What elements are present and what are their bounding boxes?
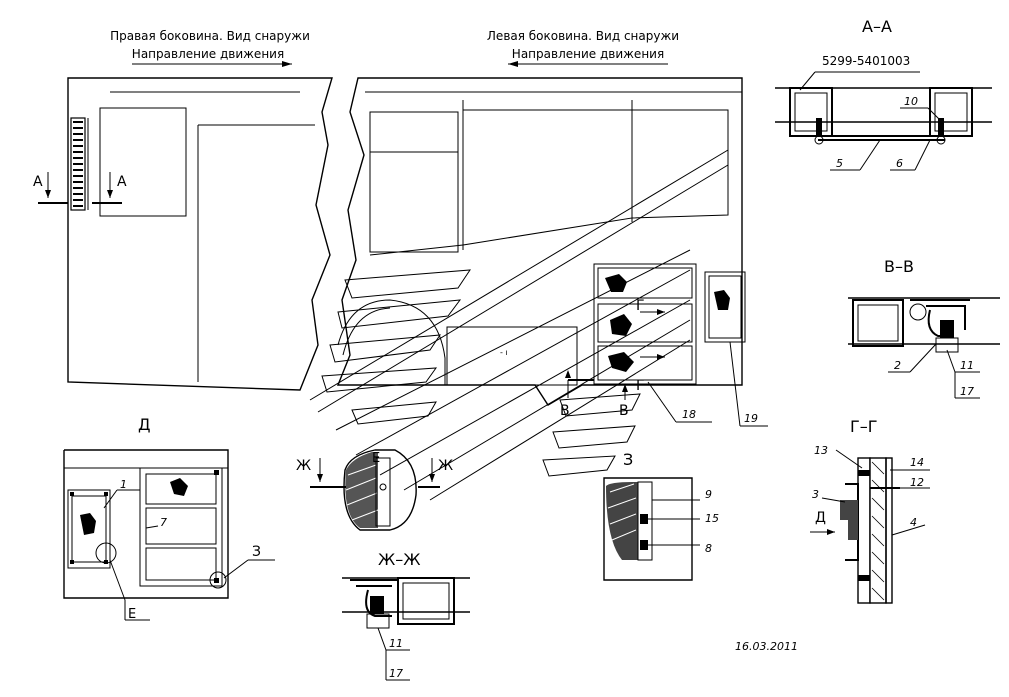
callout-4: 4 — [910, 516, 917, 529]
right-side-direction: Направление движения — [132, 47, 284, 61]
callout-13: 13 — [814, 444, 828, 457]
callout-12: 12 — [910, 476, 924, 489]
cut-marker-g-1: Г — [636, 298, 645, 314]
section-zhzh: Ж–Ж 11 17 — [342, 550, 470, 681]
callout-11: 11 — [960, 359, 974, 372]
callout-19: 19 — [744, 412, 758, 425]
detail-z: З 9 15 8 — [603, 450, 719, 581]
cut-marker-zh-1: Ж — [296, 458, 311, 474]
svg-text:- ı: - ı — [500, 348, 508, 357]
callout-2: 2 — [894, 359, 901, 372]
left-side-header: Левая боковина. Вид снаружи Направление … — [487, 29, 679, 67]
cut-marker-z-1: З — [252, 544, 261, 560]
cut-marker-a-right: А — [117, 174, 127, 190]
cut-marker-d-1: Д — [815, 510, 826, 526]
right-side-header: Правая боковина. Вид снаружи Направление… — [110, 29, 310, 67]
callout-10: 10 — [904, 95, 918, 108]
section-aa-label: А–А — [862, 17, 892, 36]
left-side-title: Левая боковина. Вид снаружи — [487, 29, 679, 43]
section-bb: В–В 2 11 17 — [848, 257, 1000, 399]
section-z-label: З — [623, 450, 633, 469]
callout-3: 3 — [812, 488, 819, 501]
right-side-title: Правая боковина. Вид снаружи — [110, 29, 310, 43]
cut-marker-v-1: В — [560, 403, 570, 419]
section-gg-label: Г–Г — [850, 417, 878, 436]
left-side-direction: Направление движения — [512, 47, 664, 61]
cut-marker-zh-2: Ж — [438, 458, 453, 474]
detail-d: Д 1 7 Е З — [63, 415, 275, 622]
cut-marker-g-2: Г — [636, 378, 645, 394]
section-zhzh-label: Ж–Ж — [378, 550, 420, 569]
callout-17-b: 17 — [389, 667, 403, 680]
callout-8: 8 — [705, 542, 712, 555]
cut-marker-e-2: Е — [128, 607, 136, 622]
cut-marker-e-1: Е — [372, 451, 380, 466]
callout-6: 6 — [896, 157, 903, 170]
callout-7: 7 — [160, 516, 167, 529]
callout-17: 17 — [960, 385, 974, 398]
callout-1: 1 — [120, 478, 127, 491]
callout-15: 15 — [705, 512, 719, 525]
detail-e: Ж Ж Е — [296, 449, 453, 531]
right-side-panel: А А — [33, 77, 333, 391]
left-side-panel: - ı В В Г Г — [309, 77, 768, 501]
cut-marker-a-left: А — [33, 174, 43, 190]
callout-18: 18 — [682, 408, 696, 421]
part-number: 5299-5401003 — [822, 54, 910, 68]
section-bb-label: В–В — [884, 257, 914, 276]
cut-marker-v-2: В — [619, 403, 629, 419]
callout-9: 9 — [705, 488, 712, 501]
section-aa: А–А 5299-5401003 5 6 10 — [775, 17, 992, 171]
section-gg: Г–Г Д 13 3 14 12 4 — [810, 417, 930, 604]
section-d-label: Д — [138, 415, 151, 434]
callout-14: 14 — [910, 456, 924, 469]
callout-11-b: 11 — [389, 637, 403, 650]
drawing-date: 16.03.2011 — [735, 640, 798, 653]
callout-5: 5 — [836, 157, 843, 170]
